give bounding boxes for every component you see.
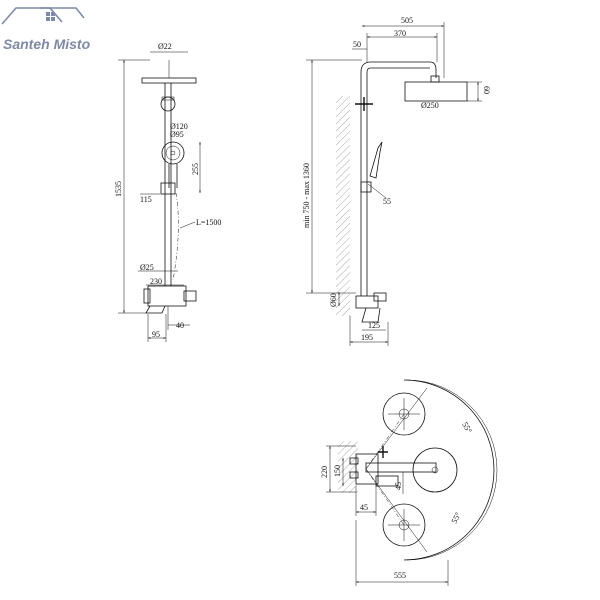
dim-50: 50 bbox=[353, 40, 361, 49]
dim-220: 220 bbox=[320, 466, 329, 478]
side-rain-head bbox=[404, 81, 468, 102]
rain-head-profile bbox=[141, 77, 197, 84]
dim-d22: Ø22 bbox=[158, 42, 172, 51]
logo-text: Santeh Misto bbox=[3, 36, 91, 52]
rotation-arc bbox=[403, 379, 495, 561]
dim-angle-55-lower: 55° bbox=[450, 511, 463, 525]
dim-60: 60 bbox=[482, 86, 491, 94]
front-view: Ø22 1535 Ø120 Ø95 255 115 L=1500 Ø25 230… bbox=[114, 42, 221, 342]
dim-45-horizontal: 45 bbox=[360, 503, 368, 512]
dim-d60: Ø60 bbox=[329, 293, 338, 307]
hand-shower bbox=[161, 141, 185, 165]
top-view: 55° 55° 220 150 45 45 555 bbox=[320, 379, 498, 586]
dim-95: 95 bbox=[152, 330, 160, 339]
dim-115: 115 bbox=[140, 195, 152, 204]
side-mixer bbox=[355, 295, 379, 309]
wall-hatch bbox=[336, 96, 350, 316]
spout bbox=[145, 305, 166, 314]
dim-angle-55-upper: 55° bbox=[460, 421, 473, 435]
dim-150: 150 bbox=[333, 465, 342, 477]
top-rain-head bbox=[412, 447, 458, 493]
side-view: 505 370 50 60 Ø250 min 750 - max 1360 55… bbox=[302, 16, 491, 346]
slider-holder bbox=[160, 182, 176, 195]
shower-arm bbox=[360, 61, 437, 78]
dim-40: 40 bbox=[176, 321, 184, 330]
dim-d95: Ø95 bbox=[170, 130, 184, 139]
logo: Santeh Misto bbox=[1, 7, 91, 52]
dim-230: 230 bbox=[150, 277, 162, 286]
side-diverter bbox=[355, 97, 373, 111]
dim-d120: Ø120 bbox=[170, 122, 188, 131]
top-arm bbox=[365, 462, 437, 473]
top-mixer bbox=[355, 453, 379, 485]
dim-505: 505 bbox=[401, 16, 413, 25]
dim-hose-length: L=1500 bbox=[196, 218, 221, 227]
diverter-knob bbox=[160, 96, 176, 112]
dim-1535: 1535 bbox=[114, 181, 123, 197]
dim-125: 125 bbox=[368, 321, 380, 330]
upper-swing-circle bbox=[382, 392, 426, 436]
dim-555: 555 bbox=[394, 571, 406, 580]
dim-370: 370 bbox=[394, 29, 406, 38]
mixer-body bbox=[147, 285, 187, 307]
dim-adjust-range: min 750 - max 1360 bbox=[302, 163, 311, 228]
lower-swing-circle bbox=[382, 503, 426, 547]
side-hand-shower bbox=[369, 141, 383, 179]
dim-255: 255 bbox=[191, 163, 200, 175]
dim-195: 195 bbox=[361, 333, 373, 342]
house-roof-icon bbox=[1, 7, 85, 25]
dim-45-vertical: 45 bbox=[394, 482, 403, 490]
dim-55: 55 bbox=[383, 197, 391, 206]
dim-d250: Ø250 bbox=[421, 101, 439, 110]
dim-d25: Ø25 bbox=[140, 263, 154, 272]
hose bbox=[172, 192, 179, 281]
